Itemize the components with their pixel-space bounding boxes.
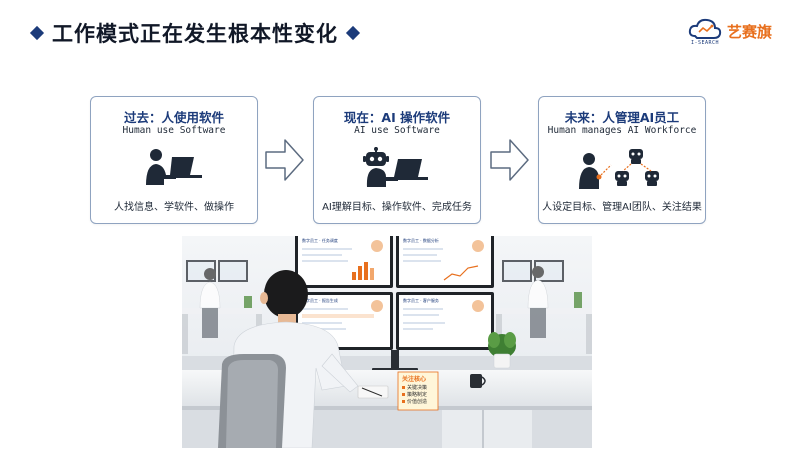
note-item-2: 策略制定 — [407, 391, 427, 398]
robot-right — [645, 171, 659, 186]
robot-left — [615, 171, 629, 186]
card-now-title: 现在：AI 操作软件 — [343, 110, 451, 125]
card-future-desc: 人设定目标、管理AI团队、关注结果 — [542, 202, 702, 213]
card-future: 未来：人管理AI员工 Human manages AI Workforce — [538, 96, 706, 224]
card-past: 过去：人使用软件 Human use Software 人找信息、学软件、做操作 — [90, 96, 258, 224]
note-title: 关注核心 — [402, 375, 426, 383]
title-row: 工作模式正在发生根本性变化 — [29, 18, 361, 48]
card-now: 现在：AI 操作软件 AI use Software AI理解目标、操作软件、完… — [313, 96, 481, 224]
background-workstation-right — [496, 260, 592, 354]
logo-subtext: I-SEARCH — [690, 40, 720, 46]
slide-header: 工作模式正在发生根本性变化 I-SEARCH 艺赛旗 — [0, 0, 800, 64]
arrow-right-icon — [265, 139, 304, 181]
card-past-subtitle: Human use Software — [122, 125, 226, 136]
card-now-desc: AI理解目标、操作软件、完成任务 — [322, 202, 472, 213]
diamond-bullet-icon — [345, 25, 361, 41]
focus-sticky-note: 关注核心 关键决策 策略制定 价值创造 — [397, 371, 439, 411]
card-past-title: 过去：人使用软件 — [123, 110, 224, 125]
person-at-laptop-icon — [91, 147, 257, 189]
diamond-bullet-icon — [29, 25, 45, 41]
desk-plant — [488, 332, 516, 369]
card-now-subtitle: AI use Software — [354, 125, 440, 136]
note-item-3: 价值创造 — [407, 398, 427, 405]
brand-logo: I-SEARCH 艺赛旗 — [687, 16, 772, 46]
monitor-grid: 数字员工 · 任务调度 数字员工 · 数据分析 数字员工 · 报告生成 — [295, 236, 494, 372]
monitor-3-title: 数字员工 · 报告生成 — [302, 297, 338, 303]
cloud-logo-icon: I-SEARCH — [687, 16, 723, 46]
office-illustration: 数字员工 · 任务调度 数字员工 · 数据分析 数字员工 · 报告生成 — [182, 236, 592, 448]
background-workstation-left — [182, 260, 262, 354]
monitor-2-title: 数字员工 · 数据分析 — [403, 237, 439, 243]
robot-at-laptop-icon — [314, 147, 480, 189]
monitor-4-title: 数字员工 · 客户服务 — [403, 297, 439, 303]
card-future-subtitle: Human manages AI Workforce — [547, 125, 697, 136]
robot-top — [629, 149, 643, 164]
office-chair — [218, 354, 286, 448]
monitor-1-title: 数字员工 · 任务调度 — [302, 237, 338, 243]
card-future-title: 未来：人管理AI员工 — [564, 110, 680, 125]
card-past-desc: 人找信息、学软件、做操作 — [114, 202, 234, 213]
logo-brand-text: 艺赛旗 — [726, 22, 772, 41]
arrow-right-icon — [490, 139, 529, 181]
person-managing-robots-icon — [539, 147, 705, 189]
note-item-1: 关键决策 — [407, 384, 427, 391]
page-title: 工作模式正在发生根本性变化 — [52, 22, 338, 46]
